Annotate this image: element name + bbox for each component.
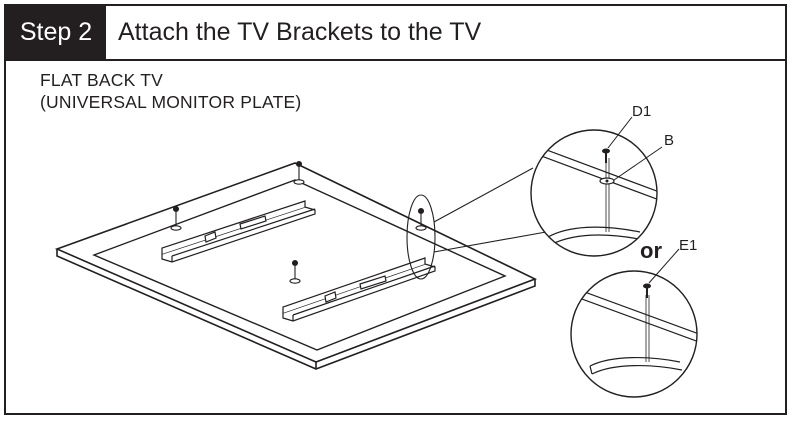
step-header: Step 2 Attach the TV Brackets to the TV xyxy=(6,6,785,61)
detail-callout-lines xyxy=(406,167,547,280)
callout-b: B xyxy=(664,132,674,149)
screw-icon xyxy=(643,283,651,298)
instruction-panel: Step 2 Attach the TV Brackets to the TV xyxy=(4,4,787,415)
upper-bracket xyxy=(161,200,316,263)
callout-e1: E1 xyxy=(679,237,697,254)
lower-bracket xyxy=(282,257,436,322)
screw-icon xyxy=(289,259,301,284)
tv-panel xyxy=(54,162,538,370)
screw-icon xyxy=(170,205,182,231)
callout-d1: D1 xyxy=(632,103,651,120)
detail-circle-e1 xyxy=(570,248,698,398)
step-badge: Step 2 xyxy=(6,6,106,59)
screw-icon xyxy=(293,160,305,185)
detail-circle-d1 xyxy=(530,116,663,257)
screw-icon xyxy=(415,207,427,231)
tv-type-label: FLAT BACK TV xyxy=(40,70,163,90)
screw-icon xyxy=(602,148,610,163)
or-label: or xyxy=(640,238,662,263)
step-title: Attach the TV Brackets to the TV xyxy=(118,18,482,46)
tv-type-sublabel: (UNIVERSAL MONITOR PLATE) xyxy=(40,92,302,112)
